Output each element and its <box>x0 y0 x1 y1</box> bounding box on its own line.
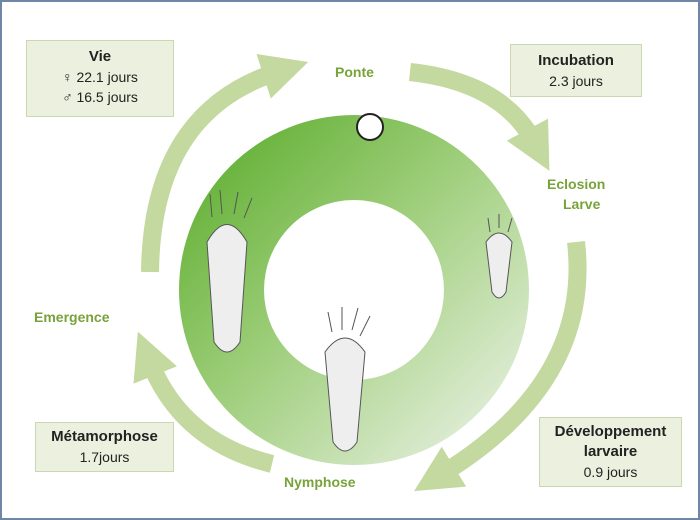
vie-male: ♂ 16.5 jours <box>62 89 138 105</box>
metamorphose-title: Métamorphose <box>51 428 158 445</box>
larva-icon <box>485 214 513 299</box>
metamorphose-value: 1.7jours <box>79 449 130 465</box>
box-developpement: Développement larvaire 0.9 jours <box>539 417 682 487</box>
developpement-title: Développement <box>554 423 667 440</box>
stage-larve: Larve <box>563 196 601 212</box>
developpement-value: 0.9 jours <box>583 464 638 480</box>
arrow-larve-developpement <box>414 240 587 492</box>
developpement-title-2: larvaire <box>583 443 638 460</box>
arrow-ponte-incubation <box>408 63 550 171</box>
stage-nymphose: Nymphose <box>284 474 356 490</box>
arrow-emergence-vie <box>141 54 309 273</box>
box-incubation: Incubation 2.3 jours <box>510 44 642 97</box>
cycle-ring <box>179 115 529 465</box>
nymph-icon <box>324 307 371 452</box>
stage-eclosion: Eclosion <box>547 176 606 192</box>
adult-mite-icon <box>206 189 253 353</box>
stage-emergence: Emergence <box>34 309 110 325</box>
stage-ponte: Ponte <box>335 64 374 80</box>
vie-title: Vie <box>88 48 112 65</box>
egg-icon <box>356 113 384 141</box>
box-vie: Vie ♀ 22.1 jours ♂ 16.5 jours <box>26 40 174 117</box>
incubation-title: Incubation <box>538 52 614 69</box>
box-metamorphose: Métamorphose 1.7jours <box>35 422 174 472</box>
vie-female: ♀ 22.1 jours <box>62 69 138 85</box>
arrow-nymphose-metamorphose <box>133 331 275 473</box>
incubation-value: 2.3 jours <box>549 73 603 89</box>
